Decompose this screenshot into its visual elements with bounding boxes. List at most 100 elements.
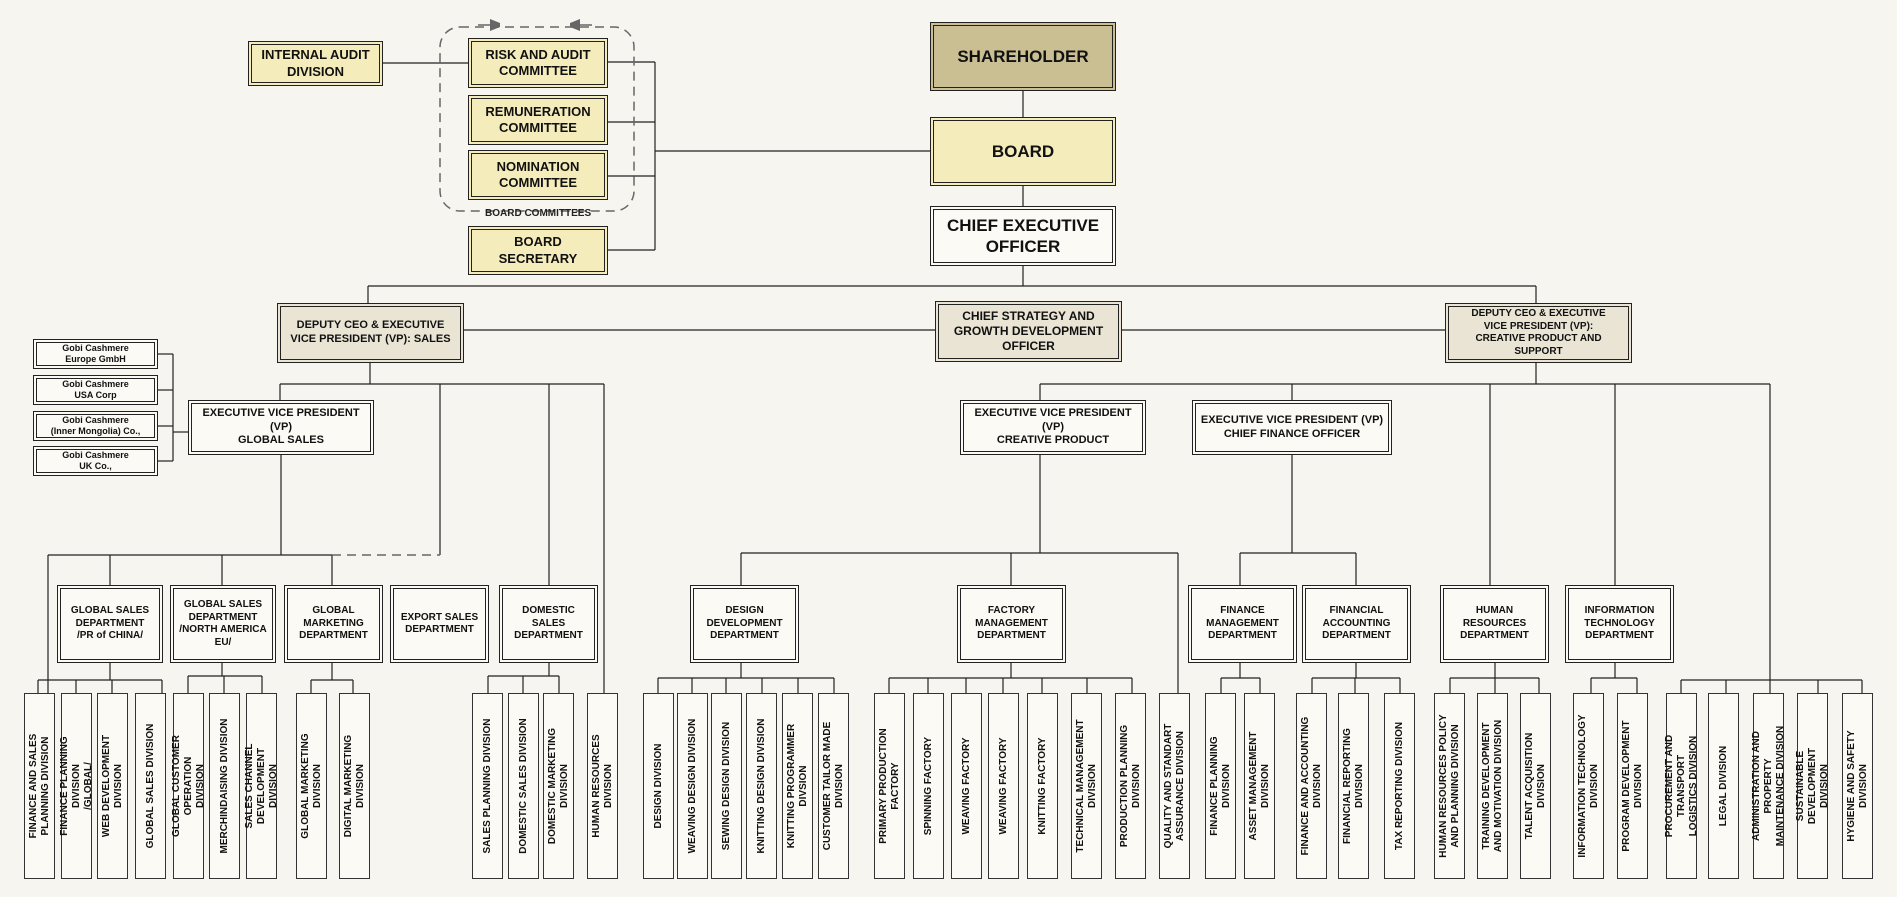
division-box: DESIGN DIVISION [643,693,674,879]
division-box: INFORMATION TECHNOLOGY DIVISION [1573,693,1604,879]
division-box: FINANCE PLANNING DIVISION /GLOBAL/ [58,693,94,879]
department-box: FINANCE MANAGEMENT DEPARTMENT [1188,585,1297,663]
division-label: SPINNING FACTORY [922,736,934,836]
ceo-box: CHIEF EXECUTIVE OFFICER [930,206,1116,266]
division-label: FINANCE PLANNING DIVISION /GLOBAL/ [58,736,94,836]
division-box: DIGITAL MARKETING DIVISION [339,693,370,879]
division-label: GLOBAL SALES DIVISION [144,723,156,849]
division-box: SEWING DESIGN DIVISION [711,693,742,879]
division-label: GLOBAL CUSTOMER OPERATION DIVISION [170,735,206,837]
division-label: HUMAN RESOURCES POLICY AND PLANNING DIVI… [1437,714,1461,858]
division-box: KNITTING PROGRAMMER DIVSION [782,693,813,879]
division-label: KNITTING PROGRAMMER DIVSION [785,723,809,849]
division-label: DOMESTIC MARKETING DIVISION [546,727,570,845]
division-label: SALES CHANNEL DEVELOPMENT DIVISION [243,743,279,829]
division-label: SUSTAINABLE DEVELOPMENT DIVISION [1794,747,1830,825]
division-box: KNITTING FACTORY [1027,693,1058,879]
division-box: HUMAN RESOURCES POLICY AND PLANNING DIVI… [1434,693,1465,879]
board-box: BOARD [930,117,1116,186]
division-label: MERCHINDAISING DIVISION [218,718,230,854]
subsidiary-box: Gobi Cashmere Europe GmbH [33,339,158,369]
division-box: TALENT ACQUISITION DIVISION [1520,693,1551,879]
department-box: HUMAN RESOURCES DEPARTMENT [1440,585,1549,663]
division-box: WEB DEVELOPMENT DIVISION [97,693,128,879]
division-box: GLOBAL CUSTOMER OPERATION DIVISION [170,693,206,879]
department-box: INFORMATION TECHNOLOGY DEPARTMENT [1565,585,1674,663]
deputy-ceo-creative-box: DEPUTY CEO & EXECUTIVE VICE PRESIDENT (V… [1445,303,1632,363]
division-label: TECHNICAL MANAGEMENT DIVISION [1074,719,1098,853]
division-box: TAX REPORTING DIVISION [1384,693,1415,879]
division-label: FINANCIAL REPORTING DIVISION [1341,728,1365,844]
division-label: DESIGN DIVISION [652,743,664,829]
division-label: LEGAL DIVISION [1717,745,1729,827]
division-box: CUSTOMER TAILOR MADE DIVISION [818,693,849,879]
division-box: ADMINISTRATION AND PROPERTY MAINTENANCE … [1751,693,1786,879]
division-box: WEAVING FACTORY [951,693,982,879]
department-box: GLOBAL MARKETING DEPARTMENT [284,585,383,663]
division-box: FINANCE PLANNING DIVISION [1205,693,1236,879]
department-box: EXPORT SALES DEPARTMENT [390,585,489,663]
division-box: PRIMARY PRODUCTION FACTORY [874,693,905,879]
remuneration-committee-box: REMUNERATION COMMITTEE [468,95,608,145]
department-box: FACTORY MANAGEMENT DEPARTMENT [957,585,1066,663]
division-label: TAX REPORTING DIVISION [1393,721,1405,851]
department-box: GLOBAL SALES DEPARTMENT /NORTH AMERICA E… [170,585,276,663]
division-label: PROCUREMENT AND TRANSPORT LOGISTICS DIVI… [1663,734,1699,838]
division-box: SPINNING FACTORY [913,693,944,879]
board-committees-caption: BOARD COMMITTEES [485,208,592,219]
division-box: QUALITY AND STANDART ASSURANCE DIVISION [1159,693,1190,879]
division-label: PROGRAM DEVELOPMENT DIVISION [1620,720,1644,852]
division-label: HUMAN RESOURCES DIVISION [590,734,614,838]
board-secretary-box: BOARD SECRETARY [468,226,608,275]
division-label: INFORMATION TECHNOLOGY DIVISION [1576,714,1600,858]
nomination-committee-box: NOMINATION COMMITTEE [468,150,608,200]
division-label: WEAVING FACTORY [997,737,1009,835]
division-label: FINANCE AND ACCOUNTING DIVISION [1299,716,1323,856]
division-box: PROCUREMENT AND TRANSPORT LOGISTICS DIVI… [1663,693,1699,879]
evp-global-sales-box: EXECUTIVE VICE PRESIDENT (VP) GLOBAL SAL… [188,400,374,455]
division-label: SALES PLANNING DIVISION [481,718,493,854]
division-box: SUSTAINABLE DEVELOPMENT DIVISION [1794,693,1830,879]
division-box: HYGIENE AND SAFETY DIVISION [1842,693,1873,879]
division-box: DOMESTIC MARKETING DIVISION [543,693,574,879]
department-box: DOMESTIC SALES DEPARTMENT [499,585,598,663]
department-box: DESIGN DEVELOPMENT DEPARTMENT [690,585,799,663]
division-label: WEAVING DESIGN DIVISION [686,718,698,854]
division-box: FINANCE AND SALES PLANNING DIVISION [24,693,55,879]
division-label: WEB DEVELOPMENT DIVISION [100,734,124,838]
division-box: LEGAL DIVISION [1708,693,1739,879]
division-label: DOMESTIC SALES DIVISION [517,718,529,854]
division-label: DIGITAL MARKETING DIVISION [342,734,366,838]
deputy-ceo-sales-box: DEPUTY CEO & EXECUTIVE VICE PRESIDENT (V… [277,303,464,363]
division-box: SALES CHANNEL DEVELOPMENT DIVISION [243,693,279,879]
subsidiary-box: Gobi Cashmere UK Co., [33,446,158,476]
division-label: TRAINING DEVELOPMENT AND MOTIVATION DIVI… [1480,719,1504,853]
subsidiary-box: Gobi Cashmere USA Corp [33,375,158,405]
division-label: KNITTING FACTORY [1036,737,1048,835]
division-box: PROGRAM DEVELOPMENT DIVISION [1617,693,1648,879]
division-box: SALES PLANNING DIVISION [472,693,503,879]
division-box: HUMAN RESOURCES DIVISION [587,693,618,879]
division-box: WEAVING DESIGN DIVISION [677,693,708,879]
division-label: PRODUCTION PLANNING DIVISION [1118,724,1142,848]
division-label: QUALITY AND STANDART ASSURANCE DIVISION [1162,723,1186,849]
division-label: FINANCE AND SALES PLANNING DIVISION [27,733,51,839]
department-box: GLOBAL SALES DEPARTMENT /PR of CHINA/ [57,585,163,663]
division-label: PRIMARY PRODUCTION FACTORY [877,728,901,844]
division-box: KNITTING DESIGN DIVISION [746,693,777,879]
division-box: MERCHINDAISING DIVISION [209,693,240,879]
internal-audit-box: INTERNAL AUDIT DIVISION [248,41,383,86]
division-label: HYGIENE AND SAFETY DIVISION [1845,730,1869,842]
division-label: SEWING DESIGN DIVISION [720,721,732,851]
division-label: GLOBAL MARKETING DIVISION [299,733,323,839]
division-label: KNITTING DESIGN DIVISION [755,718,767,854]
division-box: TECHNICAL MANAGEMENT DIVISION [1071,693,1102,879]
division-box: PRODUCTION PLANNING DIVISION [1115,693,1146,879]
division-label: FINANCE PLANNING DIVISION [1208,736,1232,836]
division-box: GLOBAL MARKETING DIVISION [296,693,327,879]
evp-creative-product-box: EXECUTIVE VICE PRESIDENT (VP) CREATIVE P… [960,400,1146,455]
division-label: ASSET MANAGEMENT DIVISION [1247,731,1271,841]
division-box: DOMESTIC SALES DIVISION [508,693,539,879]
division-box: TRAINING DEVELOPMENT AND MOTIVATION DIVI… [1477,693,1508,879]
